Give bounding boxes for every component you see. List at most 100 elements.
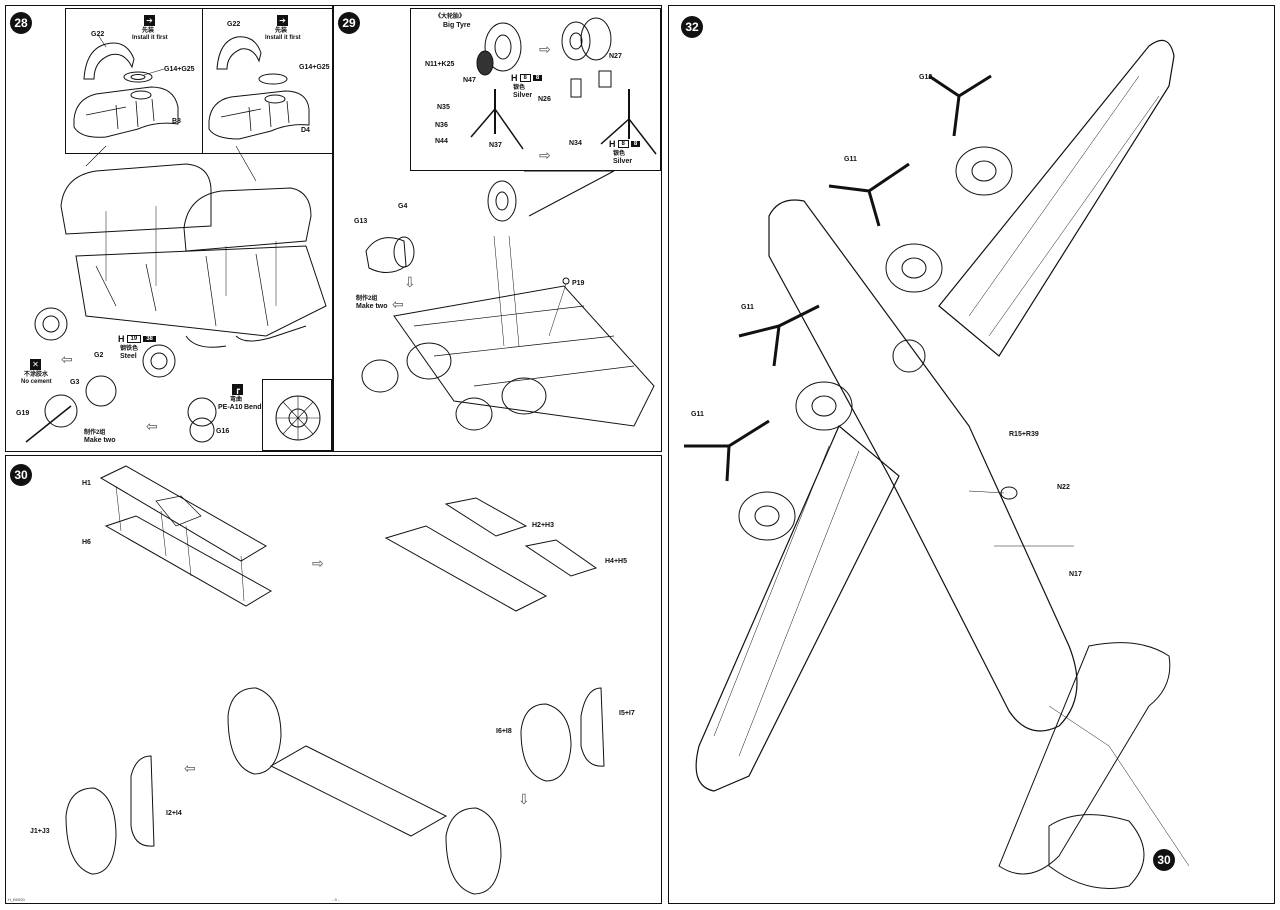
footer-code: H_B0000 [8, 897, 25, 902]
part-label-g12: G12 [919, 74, 933, 81]
paint-brand: H [118, 334, 125, 344]
part-label-g14-g25: G14+G25 [164, 66, 195, 73]
paint-code: 8 [617, 140, 629, 148]
paint-code-2: 38 [143, 336, 156, 342]
part-label-g2: G2 [94, 352, 104, 359]
paint-name-en: Steel [120, 353, 137, 360]
part-label-g11: G11 [844, 156, 857, 163]
paint-callout-silver: H 8 8 [609, 139, 641, 149]
part-label-n44: N44 [435, 138, 448, 145]
part-label-b8: B8 [172, 118, 181, 125]
part-label-g16: G16 [216, 428, 230, 435]
step-29-panel: 29 《大轮胎》 Big Tyre N11+K25 N47 N35 N36 N4… [333, 5, 662, 452]
paint-callout-silver: H 8 8 [511, 73, 543, 83]
arrow-icon: ⇨ [312, 555, 324, 571]
paint-callout-steel: H 19 38 [118, 334, 156, 344]
part-label-i6-i8: I6+I8 [496, 728, 512, 735]
part-label-pe-a10: PE-A10 [218, 404, 243, 411]
reference-step-badge: 30 [1153, 849, 1175, 871]
part-label-n36: N36 [435, 122, 448, 129]
part-label-d4: D4 [301, 127, 310, 134]
no-cement-icon: ✕ [30, 359, 41, 370]
cowling-drawing-b [208, 36, 310, 140]
step-28-panel: 28 ➔ 先装 Install it first G22 G14+G25 B8 … [5, 5, 333, 452]
part-label-p19: P19 [572, 280, 585, 287]
arrow-icon: ⇩ [518, 791, 530, 807]
part-label-g19: G19 [16, 410, 30, 417]
label-make-two-en: Make two [356, 303, 388, 310]
wing-gear-assembly-drawing [361, 170, 655, 431]
paint-code: 8 [519, 74, 531, 82]
label-big-tyre-cn: 《大轮胎》 [435, 14, 466, 20]
part-label-g14-g25: G14+G25 [299, 64, 330, 71]
step-number-badge: 30 [10, 464, 32, 486]
arrow-icon: ⇩ [404, 274, 416, 290]
part-label-g22: G22 [91, 31, 105, 38]
engine-detail-drawing [275, 395, 321, 441]
paint-name-en: Silver [513, 92, 533, 99]
label-make-two-en: Make two [84, 437, 116, 444]
part-label-n35: N35 [437, 104, 450, 111]
label-install-first-en: Install it first [265, 35, 301, 41]
cowling-drawing-a [73, 34, 179, 138]
step-number-badge: 28 [10, 12, 32, 34]
step-number-badge: 32 [681, 16, 703, 38]
footer-page: - 9 - [332, 897, 340, 902]
part-label-r15-r39: R15+R39 [1009, 431, 1039, 438]
part-label-j1-j3: J1+J3 [30, 828, 50, 835]
label-install-first-en: Install it first [132, 35, 168, 41]
step-number-badge: 29 [338, 12, 360, 34]
part-label-n22: N22 [1057, 484, 1070, 491]
paint-brand: H [609, 139, 616, 149]
paint-name-cn: 钢铁色 [120, 346, 139, 352]
paint-name-cn: 银色 [513, 85, 526, 91]
install-first-icon: ➔ [144, 15, 155, 26]
b17-aircraft-underside-drawing [684, 39, 1190, 889]
part-label-n34: N34 [569, 140, 582, 147]
install-first-icon: ➔ [277, 15, 288, 26]
tailplane-assembly-drawing [65, 465, 605, 895]
part-label-g3: G3 [70, 379, 80, 386]
arrow-icon: ⇦ [184, 760, 196, 776]
arrow-icon: ⇦ [146, 418, 158, 434]
label-install-first-cn: 先装 [142, 28, 155, 34]
part-label-g4: G4 [398, 203, 408, 210]
part-label-g11: G11 [741, 304, 754, 311]
label-install-first-cn: 先装 [275, 28, 288, 34]
part-label-g11: G11 [691, 411, 704, 418]
label-make-two-cn: 制作2组 [356, 296, 378, 302]
label-big-tyre-en: Big Tyre [443, 22, 471, 29]
label-bend-cn: 弯曲 [230, 397, 243, 403]
part-label-h6: H6 [82, 539, 91, 546]
landing-gear-drawing [470, 17, 657, 155]
paint-brand: H [511, 73, 518, 83]
paint-code-2: 8 [630, 141, 641, 147]
arrow-icon: ⇨ [539, 41, 551, 57]
paint-code: 19 [126, 335, 142, 343]
label-make-two-cn: 制作2组 [84, 430, 106, 436]
step-32-panel: 32 G12 G11 G11 G11 R15+R39 N22 N17 30 [668, 5, 1275, 904]
part-label-h2-h3: H2+H3 [532, 522, 554, 529]
part-label-n27: N27 [609, 53, 622, 60]
part-label-n47: N47 [463, 77, 476, 84]
label-no-cement-en: No cement [21, 379, 52, 385]
inset-landing-gear: 《大轮胎》 Big Tyre N11+K25 N47 N35 N36 N44 N… [410, 8, 661, 171]
part-label-n26: N26 [538, 96, 551, 103]
arrow-icon: ⇦ [61, 351, 73, 367]
inset-cowling-b: ➔ 先装 Install it first G22 G14+G25 D4 [202, 8, 333, 154]
part-label-h1: H1 [82, 480, 91, 487]
arrow-icon: ⇨ [539, 147, 551, 163]
arrow-icon: ⇦ [392, 296, 404, 312]
step-30-panel: 30 H1 H6 H2+H3 H4+H5 I6+I8 I5+I7 J1+J3 I… [5, 455, 662, 904]
part-label-h4-h5: H4+H5 [605, 558, 627, 565]
part-label-n17: N17 [1069, 571, 1082, 578]
paint-code-2: 8 [532, 75, 543, 81]
nacelle-assembly-drawing [25, 145, 327, 443]
inset-cowling-a: ➔ 先装 Install it first G22 G14+G25 B8 [65, 8, 203, 154]
label-no-cement-cn: 不涂胶水 [24, 372, 49, 378]
part-label-i5-i7: I5+I7 [619, 710, 635, 717]
part-label-g13: G13 [354, 218, 368, 225]
part-label-n11-k25: N11+K25 [425, 61, 455, 68]
part-label-i2-i4: I2+I4 [166, 810, 182, 817]
part-label-n37: N37 [489, 142, 502, 149]
